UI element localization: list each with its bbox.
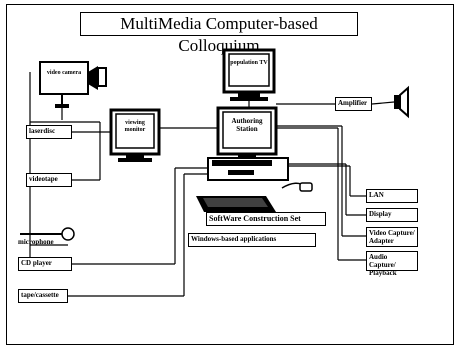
population-tv-label: population TV — [230, 60, 268, 66]
audio-capture-box: Audio Capture/ Playback — [366, 251, 418, 277]
connector-lines — [29, 72, 395, 297]
population-tv-icon — [222, 48, 276, 101]
videotape-box: videotape — [26, 173, 72, 187]
video-capture-box: Video Capture/ Adapter — [366, 227, 418, 247]
amplifier-box: Amplifier — [335, 97, 372, 111]
diagram-frame — [6, 4, 454, 345]
authoring-monitor-icon — [216, 106, 278, 158]
keyboard-icon — [196, 196, 276, 212]
computer-unit-icon — [207, 157, 289, 181]
laserdisc-box: laserdisc — [26, 125, 72, 139]
authoring-station-label: Authoring Station — [231, 117, 263, 133]
mouse-icon — [281, 182, 313, 192]
software-construction-set-box: SoftWare Construction Set — [206, 212, 326, 226]
lan-box: LAN — [366, 189, 418, 203]
viewing-monitor-label: viewing monitor — [124, 120, 146, 133]
tape-cassette-box: tape/cassette — [18, 289, 68, 303]
microphone-icon — [20, 227, 75, 241]
video-camera-icon — [39, 61, 107, 108]
viewing-monitor-icon — [109, 108, 161, 162]
cd-player-box: CD player — [18, 257, 72, 271]
speaker-icon — [394, 85, 409, 119]
microphone-label: microphone — [18, 238, 54, 246]
video-camera-label: video camera — [46, 70, 82, 76]
diagram-title: MultiMedia Computer-based Colloquium — [80, 12, 358, 55]
display-box: Display — [366, 208, 418, 222]
windows-applications-box: Windows-based applications — [188, 233, 316, 247]
